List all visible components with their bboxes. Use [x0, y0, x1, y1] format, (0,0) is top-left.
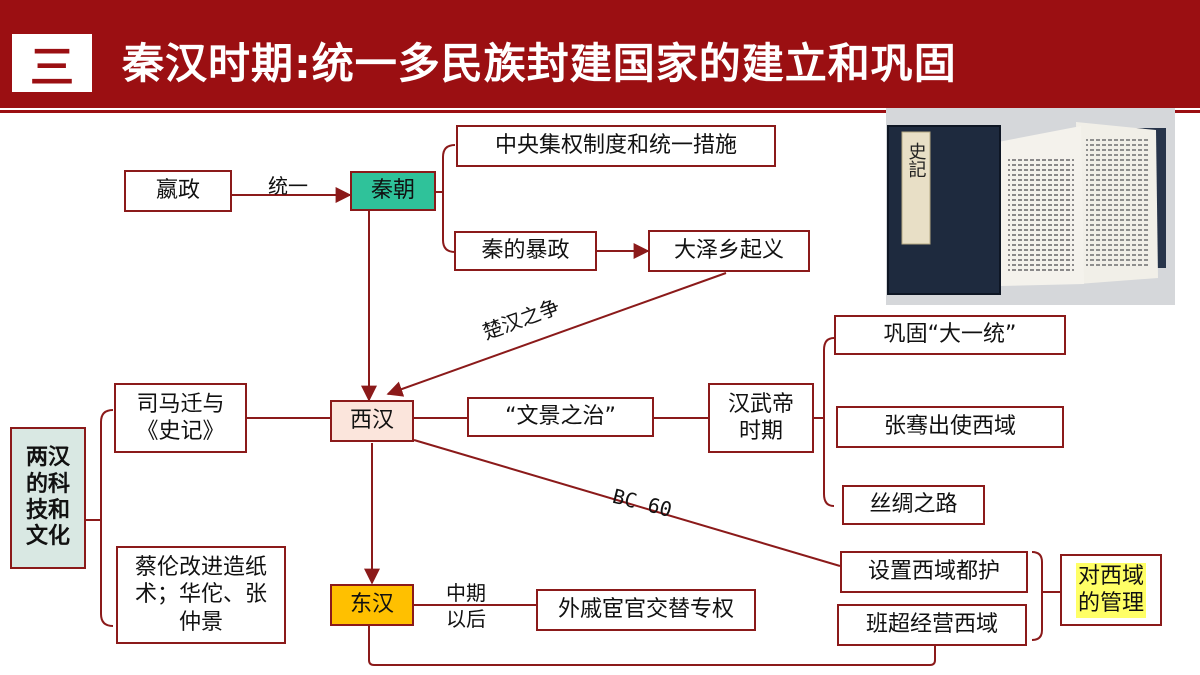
section-number: 三 — [12, 34, 92, 93]
node-cailun: 蔡伦改进造纸 术；华佗、张 仲景 — [116, 546, 286, 644]
node-donghan: 东汉 — [330, 584, 414, 626]
label-zhongqi: 中期 以后 — [446, 581, 486, 631]
node-dazexiang-uprising: 大泽乡起义 — [648, 230, 810, 272]
node-qin-tyranny: 秦的暴政 — [454, 231, 597, 271]
label-tongyi: 统一 — [268, 174, 308, 198]
node-xiyu-management: 对西域 的管理 — [1060, 554, 1162, 626]
node-xihan: 西汉 — [330, 400, 414, 442]
bracket-xiyu — [1031, 551, 1043, 641]
bracket-tech — [100, 409, 114, 627]
header-bar — [0, 0, 1200, 108]
page-title: 秦汉时期:统一多民族封建国家的建立和巩固 — [122, 39, 957, 88]
shiji-book-photo: 史記 — [886, 108, 1175, 305]
arrow-dazexiang-xihan — [386, 272, 727, 397]
node-yingzheng: 嬴政 — [124, 170, 232, 212]
bracket-wudi — [823, 337, 835, 507]
node-central-measures: 中央集权制度和统一措施 — [456, 125, 776, 167]
line-xihan-duhu — [413, 439, 841, 567]
node-gonggu: 巩固“大一统” — [834, 315, 1066, 355]
node-xiyu-duhu: 设置西域都护 — [840, 551, 1028, 593]
node-sima-qian: 司马迁与 《史记》 — [114, 383, 247, 453]
node-tech-culture: 两汉 的科 技和 文化 — [10, 427, 86, 569]
header-divider — [0, 110, 1200, 113]
xiyu-management-text: 对西域 的管理 — [1075, 562, 1146, 618]
node-wudi: 汉武帝 时期 — [708, 383, 814, 453]
node-waiqi: 外戚宦官交替专权 — [536, 589, 756, 631]
line-donghan-banchao — [368, 626, 936, 666]
node-silk-road: 丝绸之路 — [842, 485, 985, 525]
node-wenjing: “文景之治” — [467, 397, 654, 437]
node-zhangqian: 张骞出使西域 — [836, 406, 1064, 448]
node-qin: 秦朝 — [350, 171, 436, 211]
node-banchao: 班超经营西域 — [837, 604, 1027, 646]
bracket-qin — [442, 144, 456, 253]
book-title-text: 史記 — [906, 142, 927, 178]
